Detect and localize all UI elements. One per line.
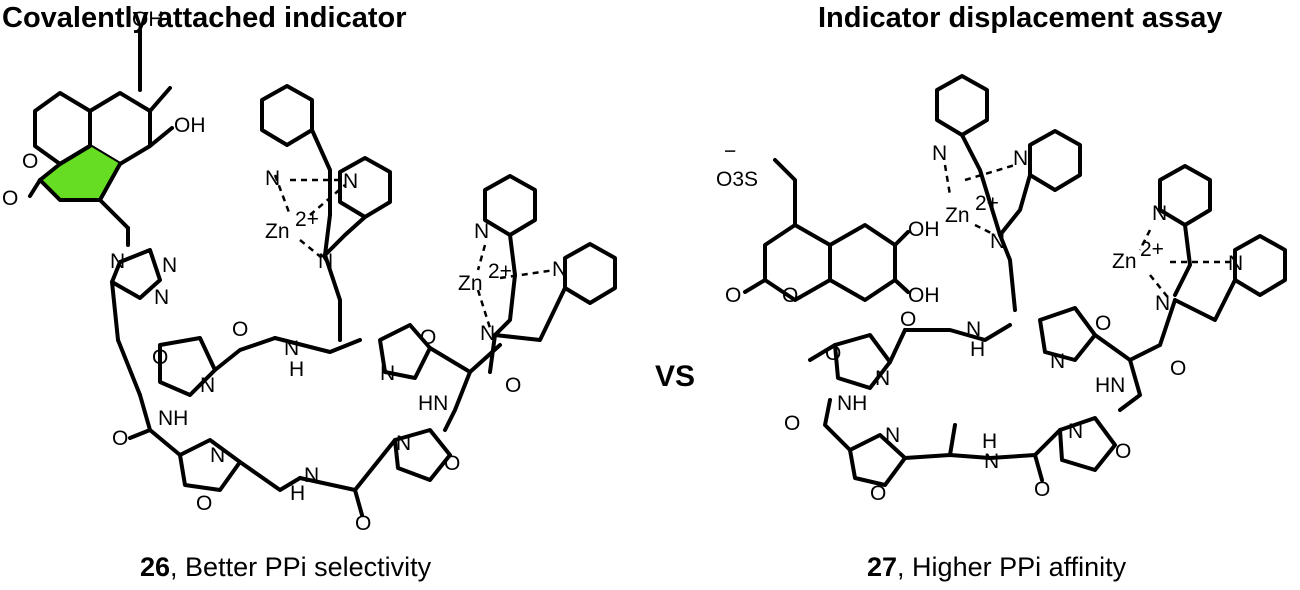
amine-n-label: N: [318, 250, 333, 273]
oxazole-o-label: O: [444, 452, 460, 475]
carbonyl-oxygen-label: O: [1170, 357, 1186, 380]
right-structure: O3S − OH OH O O O N NH O O N H N: [716, 74, 1287, 505]
oxazole-o-label: O: [420, 326, 436, 349]
left-structure: OH OH O O N N N O N: [2, 8, 617, 535]
zinc-charge-label: 2+: [1140, 238, 1164, 261]
pyridine-n-label: N: [343, 170, 358, 193]
oh-label: OH: [132, 8, 164, 31]
ring-oxygen-label: O: [22, 150, 38, 173]
left-caption: 26, Better PPi selectivity: [140, 552, 431, 583]
oxazole-o-label: O: [825, 342, 841, 365]
amide-hn-label: HN: [1095, 374, 1125, 397]
left-triazole: [110, 248, 162, 397]
caption-text: , Better PPi selectivity: [170, 552, 432, 582]
vs-label: VS: [655, 360, 696, 393]
carbonyl-oxygen-label: O: [784, 412, 800, 435]
pyridine-n-label: N: [1228, 252, 1243, 275]
oh-label: OH: [908, 218, 940, 241]
triazole-n-label: N: [154, 286, 169, 309]
right-zn-complex-2: [1138, 164, 1287, 347]
left-macrocycle: [128, 323, 502, 517]
amide-h-label: H: [970, 338, 985, 361]
amide-n-label: N: [984, 450, 999, 473]
pyridine-n-label: N: [474, 220, 489, 243]
ring-oxygen-label: O: [782, 284, 798, 307]
amide-n-label: N: [284, 337, 299, 360]
left-zn-complex-1: [260, 84, 392, 342]
oxazole-n-label: N: [1050, 350, 1065, 373]
oxazole-o-label: O: [870, 482, 886, 505]
oxazole-n-label: N: [1068, 420, 1083, 443]
oxazole-o-label: O: [1095, 312, 1111, 335]
oh-label: OH: [908, 284, 940, 307]
pyridine-n-label: N: [1152, 202, 1167, 225]
amine-n-label: N: [1155, 292, 1170, 315]
amide-n-label: N: [966, 318, 981, 341]
sulfonate-label: O3S: [716, 168, 758, 191]
right-macrocycle: [808, 306, 1162, 487]
pyridine-n-label: N: [265, 167, 280, 190]
left-coumarin-indicator: [28, 86, 174, 247]
left-zn-complex-2: [476, 174, 617, 374]
carbonyl-oxygen-label: O: [2, 187, 18, 210]
compound-number: 27: [867, 552, 898, 582]
amide-nh-label: NH: [158, 407, 188, 430]
zinc-label: Zn: [1112, 250, 1137, 273]
pyridine-n-label: N: [932, 142, 947, 165]
zinc-label: Zn: [458, 272, 483, 295]
left-title: Covalently attached indicator: [2, 2, 407, 34]
oxazole-n-label: N: [885, 424, 900, 447]
zinc-charge-label: 2+: [488, 260, 512, 283]
amine-n-label: N: [480, 322, 495, 345]
zinc-charge-label: 2+: [295, 208, 319, 231]
oxazole-o-label: O: [196, 492, 212, 515]
compound-number: 26: [140, 552, 171, 582]
amine-n-label: N: [990, 230, 1005, 253]
oxazole-n-label: N: [380, 362, 395, 385]
triazole-n-label: N: [110, 250, 125, 273]
right-caption: 27, Higher PPi affinity: [867, 552, 1126, 583]
triazole-n-label: N: [162, 254, 177, 277]
carbonyl-oxygen-label: O: [505, 374, 521, 397]
zinc-label: Zn: [945, 204, 970, 227]
oxazole-n-label: N: [875, 367, 890, 390]
carbonyl-oxygen-label: O: [900, 308, 916, 331]
charge-label: −: [724, 140, 736, 163]
oh-label: OH: [174, 114, 206, 137]
carbonyl-oxygen-label: O: [232, 318, 248, 341]
caption-text: , Higher PPi affinity: [897, 552, 1127, 582]
oxazole-o-label: O: [1115, 440, 1131, 463]
right-zn-complex-1: [935, 74, 1082, 312]
zinc-label: Zn: [265, 220, 290, 243]
right-title: Indicator displacement assay: [818, 2, 1223, 34]
amide-n-label: N: [304, 464, 319, 487]
oxazole-n-label: N: [396, 432, 411, 455]
amide-hn-label: HN: [418, 392, 448, 415]
carbonyl-oxygen-label: O: [112, 427, 128, 450]
carbonyl-oxygen-label: O: [355, 512, 371, 535]
pyridine-n-label: N: [552, 258, 567, 281]
amide-h-label: H: [982, 430, 997, 453]
pyridine-n-label: N: [1013, 147, 1028, 170]
carbonyl-oxygen-label: O: [725, 284, 741, 307]
carbonyl-oxygen-label: O: [1034, 478, 1050, 501]
zinc-charge-label: 2+: [975, 192, 999, 215]
oxazole-n-label: N: [200, 374, 215, 397]
amide-h-label: H: [289, 358, 304, 381]
amide-nh-label: NH: [837, 392, 867, 415]
right-coumarin-indicator: [743, 158, 910, 302]
oxazole-n-label: N: [210, 444, 225, 467]
amide-h-label: H: [290, 482, 305, 505]
oxazole-o-label: O: [152, 346, 168, 369]
